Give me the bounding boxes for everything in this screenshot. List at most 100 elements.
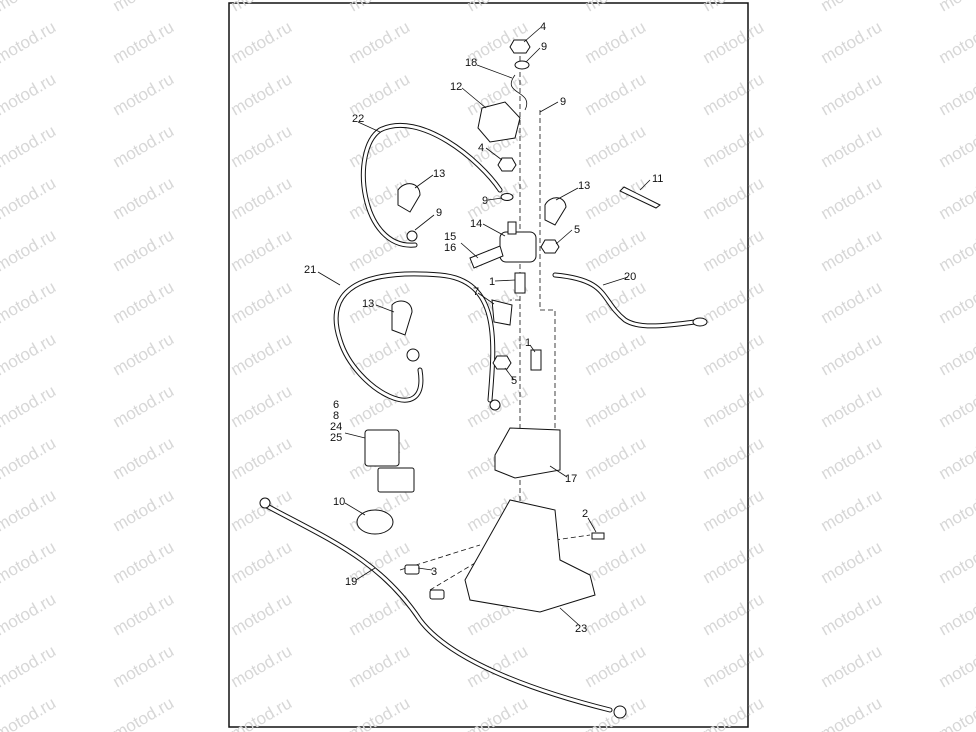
callout-label: 20 bbox=[624, 271, 636, 283]
cable-18 bbox=[510, 74, 528, 111]
part-nut-4-top bbox=[509, 39, 531, 54]
part-nut-5-lower bbox=[492, 355, 512, 370]
callout-label: 9 bbox=[436, 207, 442, 219]
part-bolt-1-upper bbox=[514, 272, 526, 294]
callout-label: 4 bbox=[478, 142, 484, 154]
watermark-text: motod.ru bbox=[818, 693, 886, 732]
leader-lines bbox=[317, 27, 651, 627]
part-washer-9-mid bbox=[500, 193, 514, 201]
part-bolt-1-lower bbox=[530, 349, 542, 371]
watermark-text: motod.ru bbox=[110, 173, 178, 223]
watermark-text: motod.ru bbox=[110, 329, 178, 379]
callout-label: 23 bbox=[575, 623, 587, 635]
watermark-text: motod.ru bbox=[110, 485, 178, 535]
callout-label: 13 bbox=[362, 298, 374, 310]
part-solenoid-14 bbox=[469, 221, 537, 269]
callout-label: 19 bbox=[345, 576, 357, 588]
watermark-text: motod.ru bbox=[936, 121, 976, 171]
watermark-text: motod.ru bbox=[936, 589, 976, 639]
callout-label: 7 bbox=[473, 286, 479, 298]
part-boot-13-left bbox=[397, 183, 421, 213]
watermark-text: motod.ru bbox=[818, 641, 886, 691]
callout-label: 15 bbox=[444, 231, 456, 243]
watermark-text: motod.ru bbox=[0, 589, 59, 639]
watermark-text: motod.ru bbox=[110, 0, 178, 15]
watermark-text: motod.ru bbox=[110, 69, 178, 119]
callout-label: 18 bbox=[465, 57, 477, 69]
watermark-text: motod.ru bbox=[110, 121, 178, 171]
watermark-text: motod.ru bbox=[818, 329, 886, 379]
watermark-text: motod.ru bbox=[0, 693, 59, 732]
watermark-text: motod.ru bbox=[818, 0, 886, 15]
watermark-text: motod.ru bbox=[936, 329, 976, 379]
cable-19-terminal-bottom bbox=[613, 705, 627, 719]
callout-labels: 4 9 18 12 9 22 4 13 9 13 11 9 14 15 16 5… bbox=[304, 21, 663, 635]
watermark-text: motod.ru bbox=[0, 381, 59, 431]
cable-21-terminal bbox=[406, 348, 420, 362]
callout-label: 11 bbox=[652, 173, 663, 185]
watermark-text: motod.ru bbox=[0, 173, 59, 223]
watermark-text: motod.ru bbox=[818, 381, 886, 431]
watermark-text: motod.ru bbox=[936, 485, 976, 535]
cable-19 bbox=[259, 497, 627, 719]
watermark-text: motod.ru bbox=[936, 693, 976, 732]
callout-label: 9 bbox=[560, 96, 566, 108]
callout-label: 1 bbox=[489, 276, 495, 288]
watermark-text: motod.ru bbox=[0, 69, 59, 119]
watermark-text: motod.ru bbox=[936, 537, 976, 587]
part-boot-7 bbox=[491, 299, 513, 326]
watermark-text: motod.ru bbox=[0, 329, 59, 379]
callout-label: 2 bbox=[582, 508, 588, 520]
watermark-text: motod.ru bbox=[818, 225, 886, 275]
watermark-text: motod.ru bbox=[936, 17, 976, 67]
watermark-text: motod.ru bbox=[0, 277, 59, 327]
watermark-text: motod.ru bbox=[818, 485, 886, 535]
callout-label: 8 bbox=[333, 410, 339, 422]
callout-label: 1 bbox=[525, 337, 531, 349]
callout-label: 6 bbox=[333, 399, 339, 411]
part-nut-4-mid bbox=[497, 157, 517, 172]
watermark-text: motod.ru bbox=[0, 121, 59, 171]
watermark-text: motod.ru bbox=[936, 381, 976, 431]
part-screw-2 bbox=[591, 532, 605, 540]
part-fuse-3 bbox=[404, 564, 445, 600]
part-tray-17 bbox=[494, 427, 561, 479]
callout-label: 5 bbox=[511, 375, 517, 387]
cable-19-terminal-top bbox=[259, 497, 271, 509]
watermark-text: motod.ru bbox=[936, 69, 976, 119]
part-strap-10 bbox=[356, 509, 394, 535]
part-relay-6 bbox=[364, 429, 415, 493]
cable-22 bbox=[360, 122, 503, 248]
watermark-text: motod.ru bbox=[818, 121, 886, 171]
callout-label: 21 bbox=[304, 264, 316, 276]
watermark-text: motod.ru bbox=[110, 17, 178, 67]
watermark-text: motod.ru bbox=[0, 641, 59, 691]
callout-label: 5 bbox=[574, 224, 580, 236]
watermark-text: motod.ru bbox=[936, 225, 976, 275]
part-boot-13-right bbox=[544, 197, 567, 226]
callout-label: 16 bbox=[444, 242, 456, 254]
part-bracket-23 bbox=[464, 499, 596, 613]
callout-label: 14 bbox=[470, 218, 482, 230]
watermark-text: motod.ru bbox=[110, 537, 178, 587]
watermark-text: motod.ru bbox=[818, 433, 886, 483]
watermark-text: motod.ru bbox=[0, 485, 59, 535]
callout-label: 10 bbox=[333, 496, 345, 508]
watermark-text: motod.ru bbox=[936, 0, 976, 15]
watermark-text: motod.ru bbox=[0, 537, 59, 587]
callout-label: 13 bbox=[578, 180, 590, 192]
cable-20-terminal bbox=[692, 317, 708, 327]
watermark-text: motod.ru bbox=[818, 69, 886, 119]
callout-label: 9 bbox=[541, 41, 547, 53]
watermark-text: motod.ru bbox=[0, 0, 59, 15]
watermark-text: motod.ru bbox=[110, 589, 178, 639]
callout-label: 22 bbox=[352, 113, 364, 125]
watermark-text: motod.ru bbox=[936, 173, 976, 223]
part-washer-9-top bbox=[514, 60, 530, 70]
watermark-text: motod.ru bbox=[818, 277, 886, 327]
callout-label: 4 bbox=[540, 21, 546, 33]
watermark-text: motod.ru bbox=[0, 433, 59, 483]
part-tie-11 bbox=[619, 186, 661, 209]
watermark-text: motod.ru bbox=[0, 17, 59, 67]
